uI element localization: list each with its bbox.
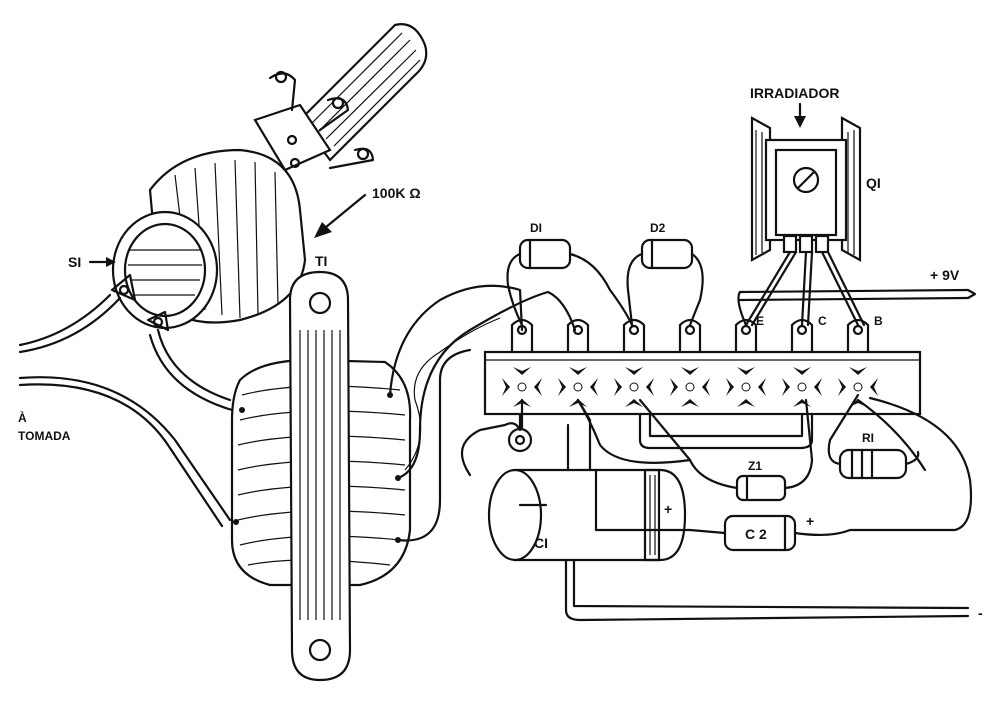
capacitor-c2	[688, 396, 973, 552]
s1-label: SI	[68, 254, 81, 270]
pin-c-label: C	[818, 314, 827, 328]
d2-label: D2	[650, 221, 666, 235]
r1-label: RI	[862, 431, 874, 445]
irradiador-label: IRRADIADOR	[750, 85, 839, 101]
tomada-label-line2: TOMADA	[18, 429, 71, 443]
pin-e-label: E	[756, 314, 764, 328]
z1-label: Z1	[748, 459, 762, 473]
mains-cable	[18, 293, 232, 528]
terminal-strip	[483, 318, 922, 453]
plus9v-label: + 9V	[930, 267, 960, 283]
t1-label: TI	[315, 253, 327, 269]
pot-value-label: 100K Ω	[372, 185, 421, 201]
diode-d1	[506, 238, 634, 327]
potentiometer-with-switch	[88, 23, 428, 332]
d1-label: DI	[530, 221, 542, 235]
q1-label: QI	[866, 175, 881, 191]
strip-interconnects	[520, 398, 927, 472]
tomada-label-line1: À	[18, 410, 27, 425]
diode-d2	[626, 238, 704, 327]
transistor-q1	[744, 148, 866, 327]
resistor-r1	[827, 393, 920, 480]
pin-b-label: B	[874, 314, 883, 328]
minus-label: -	[978, 605, 983, 621]
c2-label: C 2	[745, 526, 767, 542]
plus9v-lead	[737, 288, 977, 327]
c1-label: CI	[534, 535, 548, 551]
transformer-t1	[230, 270, 412, 682]
c1-plus-label: +	[664, 501, 672, 517]
transformer-secondary-wires	[388, 284, 577, 542]
c2-plus-label: +	[806, 513, 814, 529]
capacitor-c1	[460, 398, 970, 622]
